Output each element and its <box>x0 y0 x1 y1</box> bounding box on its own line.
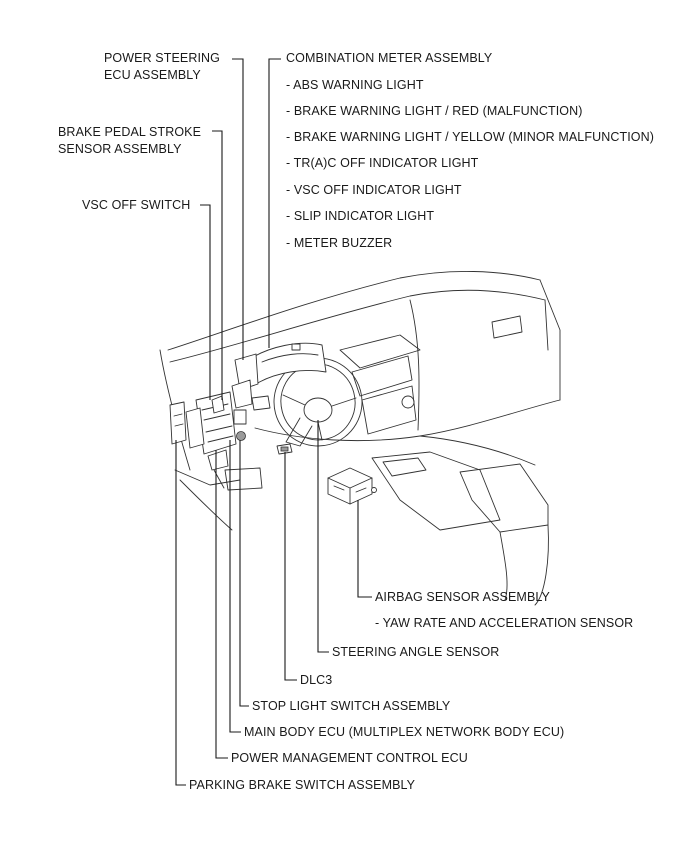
dashboard-illustration <box>159 271 561 606</box>
combination-meter-item-abs: - ABS WARNING LIGHT <box>286 78 424 92</box>
leader-lines <box>175 58 372 786</box>
combination-meter-label: COMBINATION METER ASSEMBLY <box>286 51 493 65</box>
airbag-sensor-label: AIRBAG SENSOR ASSEMBLY <box>375 590 550 604</box>
combination-meter-item-brake-yellow: - BRAKE WARNING LIGHT / YELLOW (MINOR MA… <box>286 130 654 144</box>
stop-light-switch-label: STOP LIGHT SWITCH ASSEMBLY <box>252 699 451 713</box>
vsc-off-switch-label: VSC OFF SWITCH <box>82 198 191 212</box>
parking-brake-switch-label: PARKING BRAKE SWITCH ASSEMBLY <box>189 778 416 792</box>
power-steering-ecu-label: POWER STEERING ECU ASSEMBLY <box>104 50 220 84</box>
power-steering-ecu-label-line2: ECU ASSEMBLY <box>104 68 201 82</box>
combination-meter-item-trac-off: - TR(A)C OFF INDICATOR LIGHT <box>286 156 479 170</box>
combination-meter-item-brake-red: - BRAKE WARNING LIGHT / RED (MALFUNCTION… <box>286 104 583 118</box>
combination-meter-item-buzzer: - METER BUZZER <box>286 236 393 250</box>
combination-meter-item-vsc-off: - VSC OFF INDICATOR LIGHT <box>286 183 462 197</box>
brake-pedal-stroke-sensor-label: BRAKE PEDAL STROKE SENSOR ASSEMBLY <box>58 124 201 158</box>
power-management-ecu-label: POWER MANAGEMENT CONTROL ECU <box>231 751 468 765</box>
dlc3-label: DLC3 <box>300 673 333 687</box>
brake-pedal-stroke-sensor-label-line2: SENSOR ASSEMBLY <box>58 142 182 156</box>
power-steering-ecu-label-line1: POWER STEERING <box>104 51 220 65</box>
airbag-sensor-sub-label: - YAW RATE AND ACCELERATION SENSOR <box>375 616 634 630</box>
combination-meter-item-slip: - SLIP INDICATOR LIGHT <box>286 209 435 223</box>
brake-pedal-stroke-sensor-label-line1: BRAKE PEDAL STROKE <box>58 125 202 139</box>
main-body-ecu-label: MAIN BODY ECU (MULTIPLEX NETWORK BODY EC… <box>244 725 565 739</box>
steering-angle-sensor-label: STEERING ANGLE SENSOR <box>332 645 500 659</box>
